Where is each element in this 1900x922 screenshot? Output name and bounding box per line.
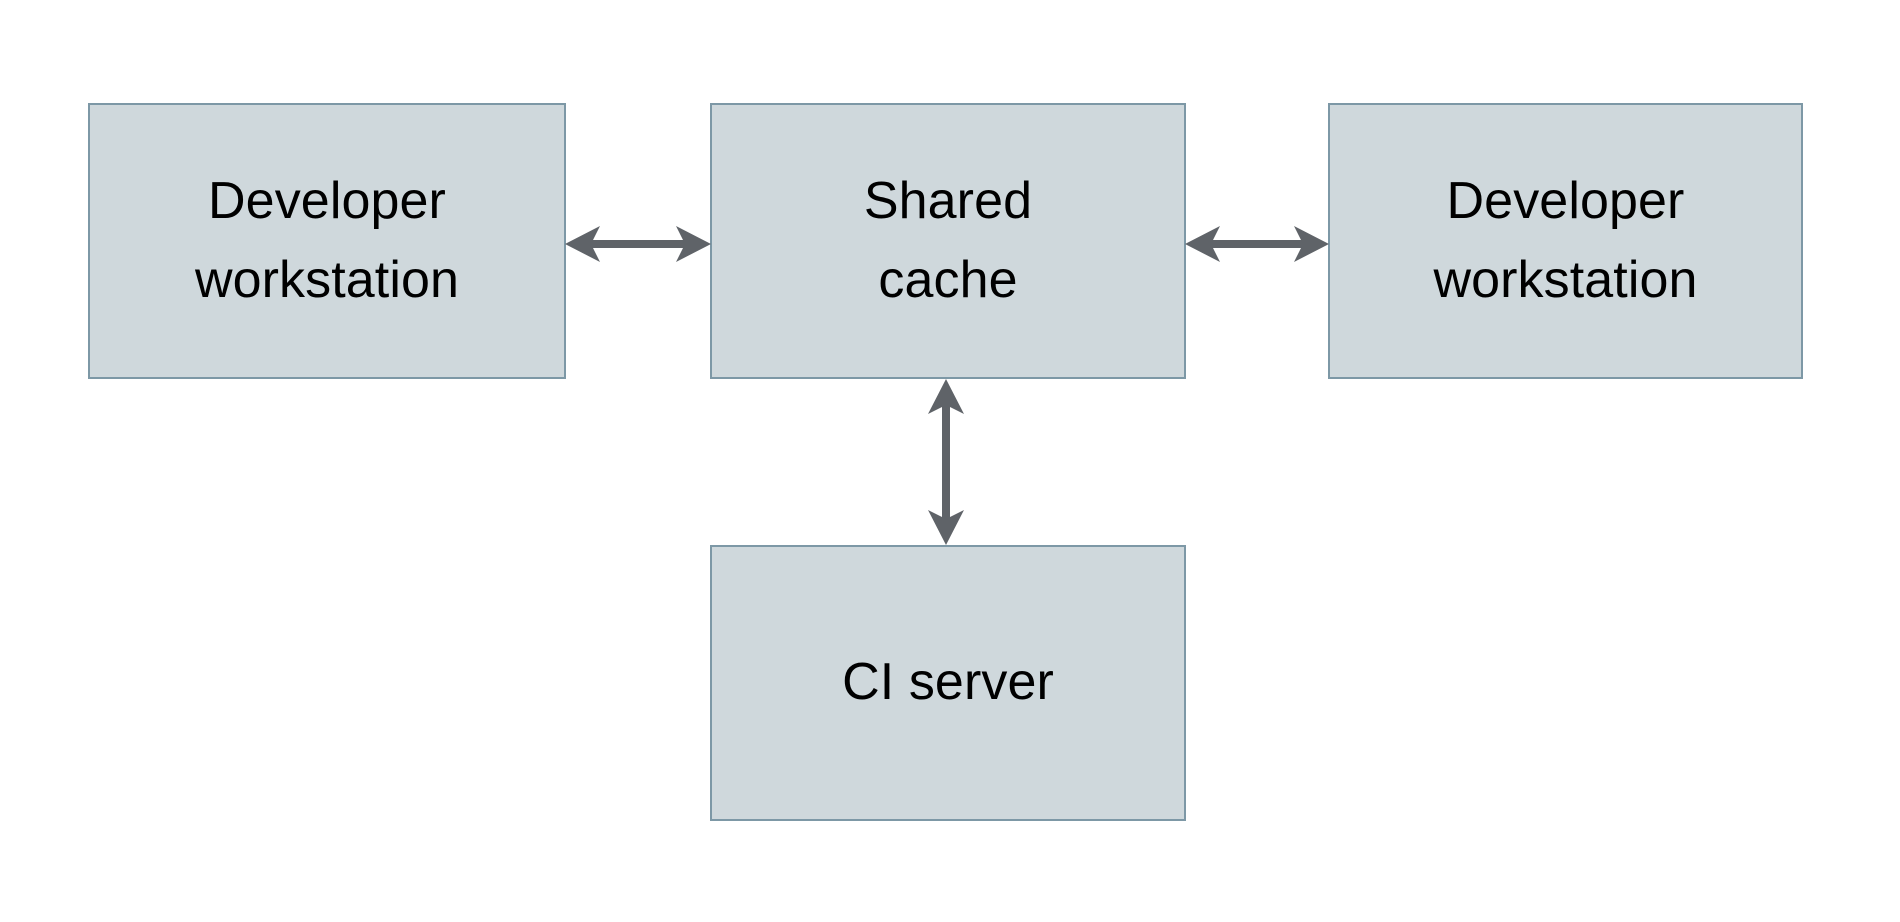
node-shared-cache[interactable]: Shared cache bbox=[710, 103, 1186, 379]
node-label-developer-workstation-left: Developer workstation bbox=[194, 171, 460, 309]
node-label-shared-cache: Shared cache bbox=[863, 171, 1033, 309]
double-headed-arrow-icon bbox=[1185, 226, 1329, 262]
edge-shared-cache-to-developer-right[interactable] bbox=[1180, 218, 1334, 270]
double-headed-arrow-icon bbox=[565, 226, 711, 262]
node-label-ci-server: CI server bbox=[842, 653, 1054, 712]
node-developer-workstation-right[interactable]: Developer workstation bbox=[1328, 103, 1803, 379]
node-ci-server[interactable]: CI server bbox=[710, 545, 1186, 821]
node-developer-workstation-left[interactable]: Developer workstation bbox=[88, 103, 566, 379]
double-headed-arrow-icon bbox=[928, 379, 964, 545]
node-label-developer-workstation-right: Developer workstation bbox=[1433, 171, 1698, 309]
edge-developer-left-to-shared-cache[interactable] bbox=[560, 218, 716, 270]
edge-shared-cache-to-ci-server[interactable] bbox=[920, 374, 972, 550]
